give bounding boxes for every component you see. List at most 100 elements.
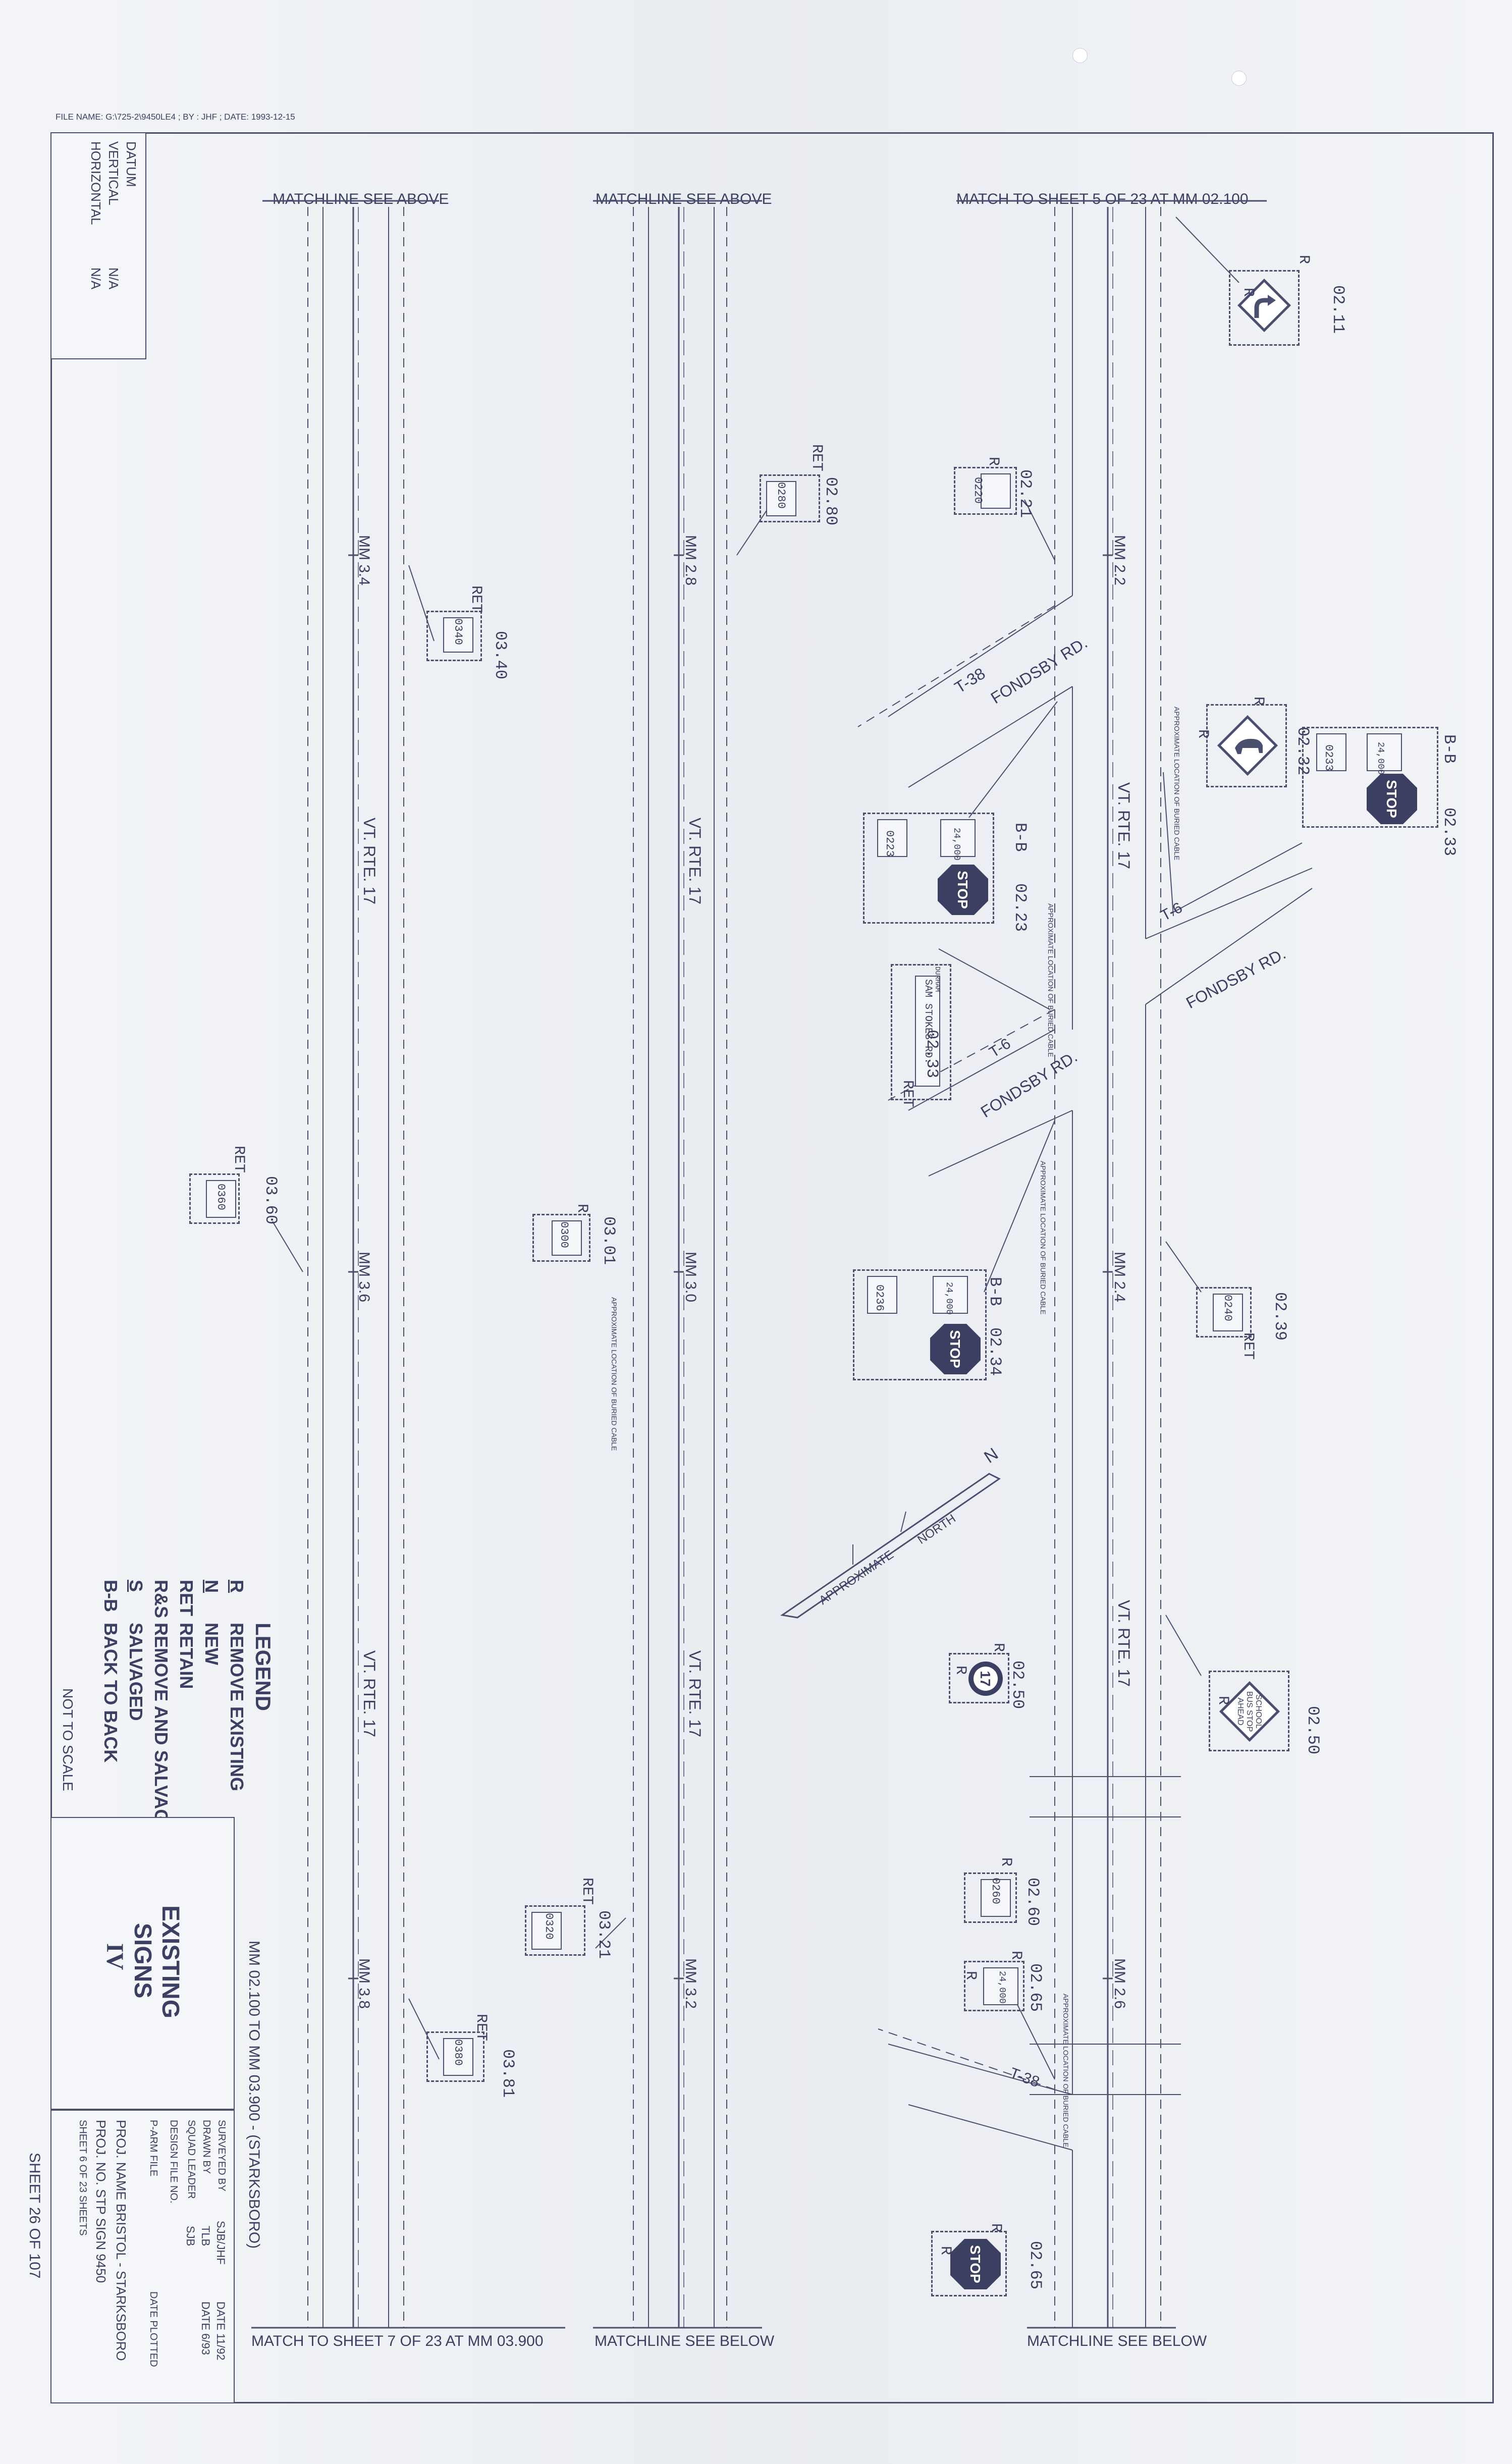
sign-mm: 0236 <box>873 1284 886 1311</box>
sign-code: R <box>997 1857 1014 1867</box>
mile-marker: MM 3.4 <box>356 535 372 586</box>
cable-note: APPROXIMATE LOCATION OF BURIED CABLE <box>1062 1994 1070 2148</box>
gross-load-sign <box>983 1967 1018 2005</box>
sign-02-33-street <box>891 964 951 1100</box>
matchline-bottom-right: MATCHLINE SEE BELOW <box>1027 2333 1207 2349</box>
sign-id: 03.40 <box>491 631 510 680</box>
curve-right-sign-icon <box>1237 278 1291 333</box>
stop-sign-icon: STOP <box>950 2239 1001 2289</box>
title-block-name-area <box>50 1817 235 2110</box>
matchline-bottom-left: MATCH TO SHEET 7 OF 23 AT MM 03.900 <box>251 2333 544 2349</box>
route-label: VT. RTE. 17 <box>1115 782 1133 869</box>
mile-marker-sign <box>981 473 1011 509</box>
tb-surveyed-value: SJB/JHF <box>214 2221 227 2265</box>
matchline-top-right: MATCH TO SHEET 5 OF 23 AT MM 02.100 <box>956 191 1249 207</box>
sign-id: 02.11 <box>1329 285 1347 334</box>
mile-marker: MM 2.2 <box>1111 535 1128 586</box>
sign-02-32 <box>1206 704 1287 787</box>
legend-code: S <box>126 1580 146 1592</box>
route-label: VT. RTE. 17 <box>686 1650 704 1737</box>
svg-text:STOP: STOP <box>947 1330 963 1368</box>
sign-02-80 <box>760 474 820 522</box>
sign-code: R <box>990 1643 1007 1652</box>
mile-marker-sign <box>877 819 907 857</box>
stop-sign-icon: STOP <box>1367 774 1417 824</box>
matchline-top-middle: MATCHLINE SEE ABOVE <box>596 191 772 207</box>
sign-text: SAM STOKES RD. <box>922 979 934 1064</box>
sheet-border <box>50 132 1494 2403</box>
sign-id: 03.21 <box>595 1910 613 1959</box>
sign-mm: 0240 <box>1221 1295 1234 1321</box>
mile-marker-sign <box>981 1879 1011 1917</box>
sign-02-65-weight <box>964 1961 1024 2011</box>
sign-id: 02.39 <box>1271 1292 1289 1341</box>
tb-pfile-label: P-ARM FILE <box>148 2120 159 2177</box>
route-number: 17 <box>978 1671 993 1686</box>
sign-code: B-B <box>1011 823 1030 852</box>
sign-text: BUS STOP <box>1245 1691 1254 1732</box>
mile-marker-sign <box>443 617 473 653</box>
legend-title: LEGEND <box>251 1623 275 1711</box>
sign-code: R <box>962 1971 979 1980</box>
sign-code: R <box>985 457 1002 466</box>
tb-sheet: SHEET 6 OF 23 SHEETS <box>77 2120 88 2236</box>
sign-02-39 <box>1196 1287 1252 1337</box>
sign-weight: 24,000 <box>997 1971 1007 2004</box>
sign-03-21 <box>525 1905 585 1956</box>
sheet-title: IV <box>101 1943 128 1970</box>
sign-text: SCHOOL <box>1254 1694 1263 1729</box>
sign-id: 02.50 <box>1008 1660 1027 1709</box>
sheet-title: SIGNS <box>129 1923 156 1999</box>
sign-02-33: STOP <box>1302 727 1438 828</box>
overall-sheet-number: SHEET 26 OF 107 <box>26 2153 43 2279</box>
legend-desc: RETAIN <box>176 1623 197 1689</box>
matchline-top-left: MATCHLINE SEE ABOVE <box>273 191 449 207</box>
sign-02-65-stop: STOP <box>931 2231 1007 2296</box>
sign-03-60 <box>189 1173 240 1224</box>
sign-code: R <box>987 2223 1004 2233</box>
sign-02-50-route: 17 <box>949 1653 1009 1703</box>
sign-mm: 0300 <box>558 1221 570 1248</box>
mile-marker-sign <box>867 1276 897 1314</box>
sign-code: R <box>937 2246 954 2256</box>
sign-text: AHEAD <box>1236 1697 1245 1725</box>
sign-mm: 0223 <box>883 830 896 857</box>
route-label: VT. RTE. 17 <box>1115 1600 1133 1687</box>
sign-code: R <box>1295 255 1312 264</box>
sign-id: 02.60 <box>1023 1878 1042 1926</box>
tb-drawn-date: DATE 6/93 <box>199 2301 212 2355</box>
svg-text:STOP: STOP <box>1384 780 1399 818</box>
stop-sign-icon: STOP <box>930 1324 981 1374</box>
mile-marker-sign <box>443 2038 473 2076</box>
sign-code: R <box>952 1666 969 1675</box>
mile-marker: MM 3.2 <box>682 1958 699 2009</box>
tb-drawn-value: TLB <box>199 2226 212 2246</box>
legend-desc: REMOVE AND SALVAGE <box>151 1623 172 1836</box>
legend-code: N <box>201 1580 222 1593</box>
sign-code: RET <box>808 444 825 472</box>
sign-code: RET <box>472 2014 490 2042</box>
tb-squad-value: SJB <box>184 2226 197 2246</box>
mile-marker-sign <box>206 1180 236 1218</box>
sign-code: B-B <box>1440 734 1459 764</box>
legend-desc: SALVAGED <box>126 1623 146 1721</box>
mile-marker-sign <box>766 481 796 516</box>
route-label: VT. RTE. 17 <box>360 1650 379 1737</box>
tb-design-label: DESIGN FILE NO. <box>168 2120 179 2204</box>
mile-marker: MM 2.4 <box>1111 1252 1128 1303</box>
sign-weight: 24,000 <box>944 1282 954 1315</box>
legend-code: R&S <box>151 1580 172 1619</box>
punch-hole <box>1231 71 1247 86</box>
sheet-range: MM 02.100 TO MM 03.900 - (STARKSBORO) <box>246 1941 262 2249</box>
stop-text: STOP <box>967 2245 983 2283</box>
sign-id: 02.50 <box>1304 1706 1322 1755</box>
sign-weight: 24,000 <box>1375 742 1385 775</box>
tb-surveyed-label: SURVEYED BY <box>216 2120 227 2191</box>
school-bus-stop-sign-icon: SCHOOL BUS STOP AHEAD <box>1219 1681 1280 1742</box>
route-shield-icon: 17 <box>968 1662 1003 1696</box>
sign-mm: 0320 <box>543 1913 555 1940</box>
mile-marker: MM 2.6 <box>1111 1958 1128 2009</box>
cable-note: APPROXIMATE LOCATION OF BURIED CABLE <box>1047 903 1055 1057</box>
sign-id: 02.65 <box>1026 1963 1045 2012</box>
